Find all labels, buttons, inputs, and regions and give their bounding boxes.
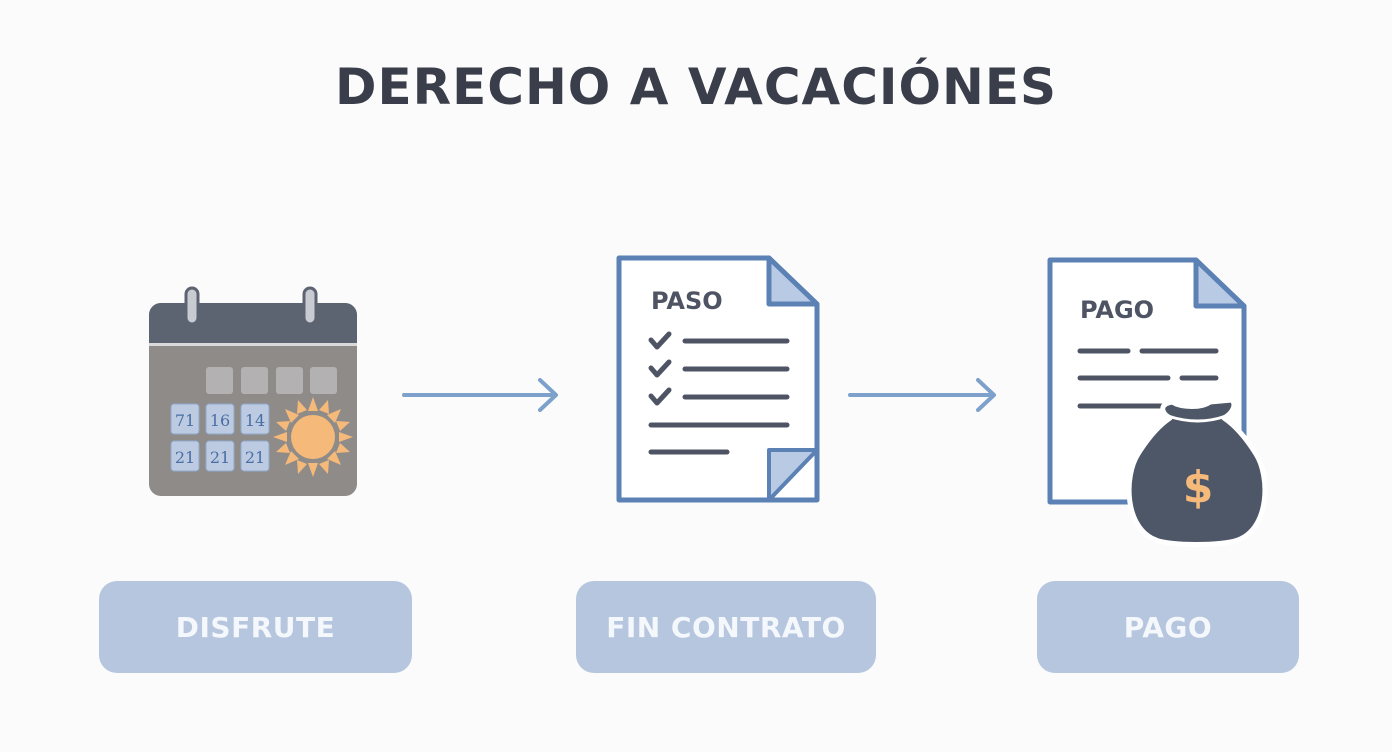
calendar-day-5: 21	[210, 448, 230, 467]
step-label-disfrute: DISFRUTE	[99, 581, 412, 673]
calendar-sun-icon: 71 16 14 21 21 21	[140, 286, 365, 501]
document-checklist-icon: PASO	[615, 254, 821, 504]
calendar-day-2: 16	[210, 411, 230, 430]
step-label-fin-contrato: FIN CONTRATO	[576, 581, 876, 673]
checklist-doc-svg: PASO	[616, 255, 820, 503]
calendar-ring-right	[302, 286, 318, 326]
calendar-sun-svg: 71 16 14 21 21 21	[149, 286, 357, 496]
diagram-title: DERECHO A VACACIÓNES	[334, 58, 1058, 116]
calendar-day-4: 21	[175, 448, 195, 467]
arrow-1-svg	[402, 378, 558, 412]
calendar-day-3: 14	[245, 411, 265, 430]
calendar-day-6: 21	[245, 448, 265, 467]
arrow-2-svg	[848, 378, 996, 412]
doc-title: PAGO	[1080, 296, 1154, 324]
document-money-bag-icon: PAGO $	[1046, 256, 1271, 548]
payment-doc-svg: PAGO $	[1047, 257, 1268, 547]
step-label-pago: PAGO	[1037, 581, 1299, 673]
sun-icon	[273, 397, 353, 477]
calendar-ring-left	[184, 286, 200, 326]
arrow-right-icon	[848, 376, 1000, 412]
doc-title: PASO	[651, 287, 723, 315]
calendar-header	[149, 303, 357, 343]
arrow-right-icon	[402, 376, 562, 412]
dollar-sign: $	[1183, 462, 1214, 513]
money-bag-icon: $	[1126, 397, 1268, 547]
calendar-day-1: 71	[175, 411, 195, 430]
